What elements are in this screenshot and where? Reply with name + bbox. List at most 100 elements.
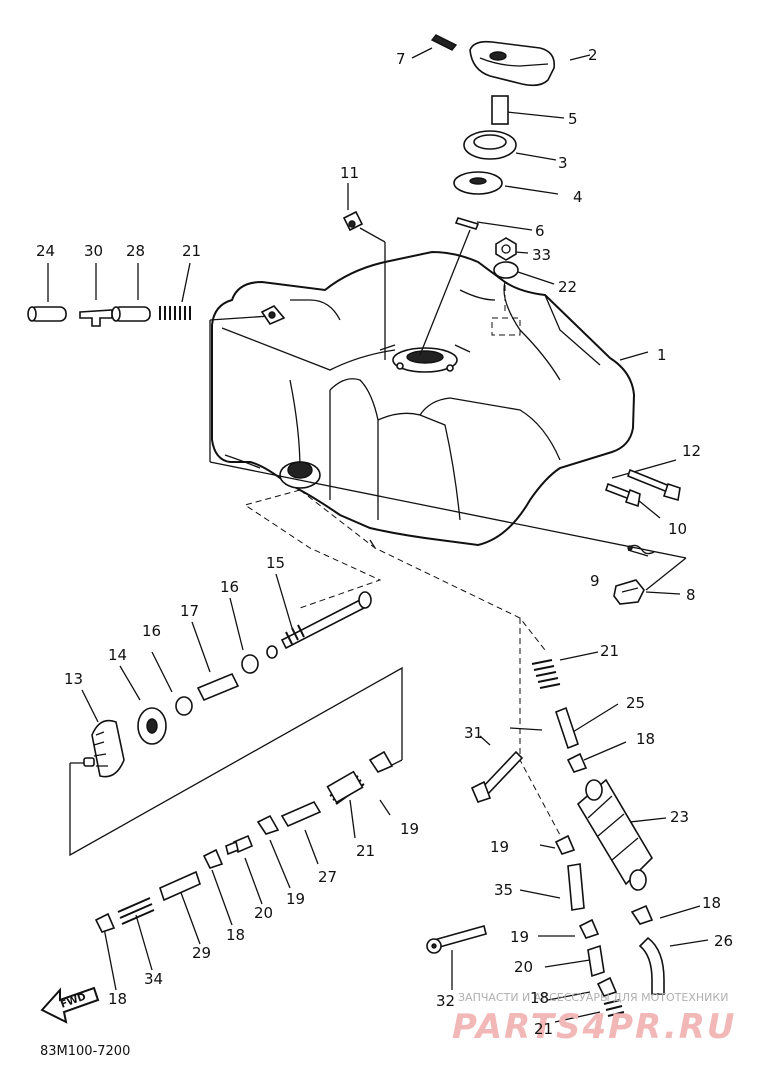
clip-9 bbox=[627, 544, 655, 555]
label-30: 30 bbox=[84, 242, 103, 260]
label-26: 26 bbox=[714, 932, 733, 950]
nut bbox=[495, 237, 517, 261]
tank-clamp bbox=[260, 305, 286, 325]
label-16b: 16 bbox=[142, 622, 161, 640]
clamp-19a bbox=[368, 750, 394, 773]
hose-28 bbox=[111, 306, 151, 322]
pin bbox=[430, 34, 458, 51]
watermark-logo: PARTS4PR.RU bbox=[452, 1007, 737, 1047]
label-7: 7 bbox=[396, 50, 406, 68]
label-29: 29 bbox=[192, 944, 211, 962]
label-21d: 21 bbox=[534, 1020, 553, 1038]
label-18d: 18 bbox=[702, 894, 721, 912]
label-16a: 16 bbox=[220, 578, 239, 596]
hose-25 bbox=[555, 706, 579, 750]
label-3: 3 bbox=[558, 154, 568, 172]
label-20b: 20 bbox=[514, 958, 533, 976]
hose-27 bbox=[280, 800, 322, 828]
damper-8 bbox=[613, 579, 645, 605]
bolt-10 bbox=[604, 482, 641, 508]
label-35: 35 bbox=[494, 881, 513, 899]
hose-24 bbox=[27, 306, 67, 322]
washer-14 bbox=[137, 707, 167, 745]
label-22: 22 bbox=[558, 278, 577, 296]
label-1: 1 bbox=[657, 346, 667, 364]
hose-26 bbox=[638, 936, 665, 995]
label-8: 8 bbox=[686, 586, 696, 604]
callout-labels: 1 2 3 4 5 6 7 8 9 10 11 12 13 14 15 16 1… bbox=[36, 46, 733, 1059]
hose-35 bbox=[567, 863, 585, 911]
label-34: 34 bbox=[144, 970, 163, 988]
gasket bbox=[463, 130, 517, 160]
label-14: 14 bbox=[108, 646, 127, 664]
hose-clip-11 bbox=[342, 210, 364, 232]
bolt-31 bbox=[470, 750, 524, 803]
label-11: 11 bbox=[340, 164, 359, 182]
label-5: 5 bbox=[568, 110, 578, 128]
clamp-19b bbox=[256, 814, 280, 835]
label-28: 28 bbox=[126, 242, 145, 260]
watermark: ЗАПЧАСТИ И АКСЕССУАРЫ ДЛЯ МОТОТЕХНИКИ PA… bbox=[452, 991, 737, 1047]
label-21b: 21 bbox=[600, 642, 619, 660]
hose-29 bbox=[159, 870, 201, 902]
watermark-caption: ЗАПЧАСТИ И АКСЕССУАРЫ ДЛЯ МОТОТЕХНИКИ bbox=[458, 991, 728, 1004]
leader-lines bbox=[47, 47, 709, 1023]
label-19a: 19 bbox=[400, 820, 419, 838]
label-24: 24 bbox=[36, 242, 55, 260]
nipple-20b bbox=[587, 944, 605, 978]
clamp-18c bbox=[566, 752, 588, 773]
tee-joint bbox=[79, 309, 113, 327]
spring-21-right bbox=[531, 659, 561, 689]
label-17: 17 bbox=[180, 602, 199, 620]
label-33: 33 bbox=[532, 246, 551, 264]
nipple-20a bbox=[225, 834, 254, 856]
bolt-12 bbox=[627, 468, 681, 502]
cap-16a bbox=[241, 654, 259, 674]
clip bbox=[454, 217, 480, 230]
fwd-arrow-icon: FWD bbox=[40, 986, 100, 1024]
label-31: 31 bbox=[464, 724, 483, 742]
spring-21-mid bbox=[326, 770, 365, 805]
clamp-18e bbox=[630, 904, 654, 925]
cap-16b bbox=[175, 696, 193, 716]
clamp-18a bbox=[202, 848, 224, 869]
spring bbox=[491, 95, 509, 125]
fuel-pump-23 bbox=[576, 778, 654, 891]
label-10: 10 bbox=[668, 520, 687, 538]
label-20a: 20 bbox=[254, 904, 273, 922]
label-18e: 18 bbox=[530, 989, 549, 1007]
label-19b: 19 bbox=[286, 890, 305, 908]
label-25: 25 bbox=[626, 694, 645, 712]
label-32: 32 bbox=[436, 992, 455, 1010]
spring-34 bbox=[117, 897, 155, 925]
label-23: 23 bbox=[670, 808, 689, 826]
label-18a: 18 bbox=[636, 730, 655, 748]
label-4: 4 bbox=[573, 188, 583, 206]
clamp-19d bbox=[578, 918, 600, 939]
spring-21-lower bbox=[603, 999, 625, 1017]
spring-21-top bbox=[159, 306, 191, 320]
label-15: 15 bbox=[266, 554, 285, 572]
clamp-18d bbox=[596, 976, 618, 997]
label-18b: 18 bbox=[226, 926, 245, 944]
label-27: 27 bbox=[318, 868, 337, 886]
clamp-19c bbox=[554, 834, 576, 855]
label-19d: 19 bbox=[510, 928, 529, 946]
label-18c: 18 bbox=[108, 990, 127, 1008]
fuel-pipe-15 bbox=[266, 591, 372, 659]
label-19c: 19 bbox=[490, 838, 509, 856]
label-6: 6 bbox=[535, 222, 545, 240]
clamp-18b bbox=[94, 912, 116, 933]
label-12: 12 bbox=[682, 442, 701, 460]
label-2: 2 bbox=[588, 46, 598, 64]
cap-13 bbox=[83, 719, 125, 778]
label-21c: 21 bbox=[356, 842, 375, 860]
diagram-code: 83M100-7200 bbox=[40, 1044, 130, 1059]
filler-cap bbox=[469, 40, 556, 87]
hose-17 bbox=[196, 672, 240, 702]
plate bbox=[453, 171, 503, 195]
label-9: 9 bbox=[590, 572, 600, 590]
stud-32 bbox=[426, 925, 487, 954]
